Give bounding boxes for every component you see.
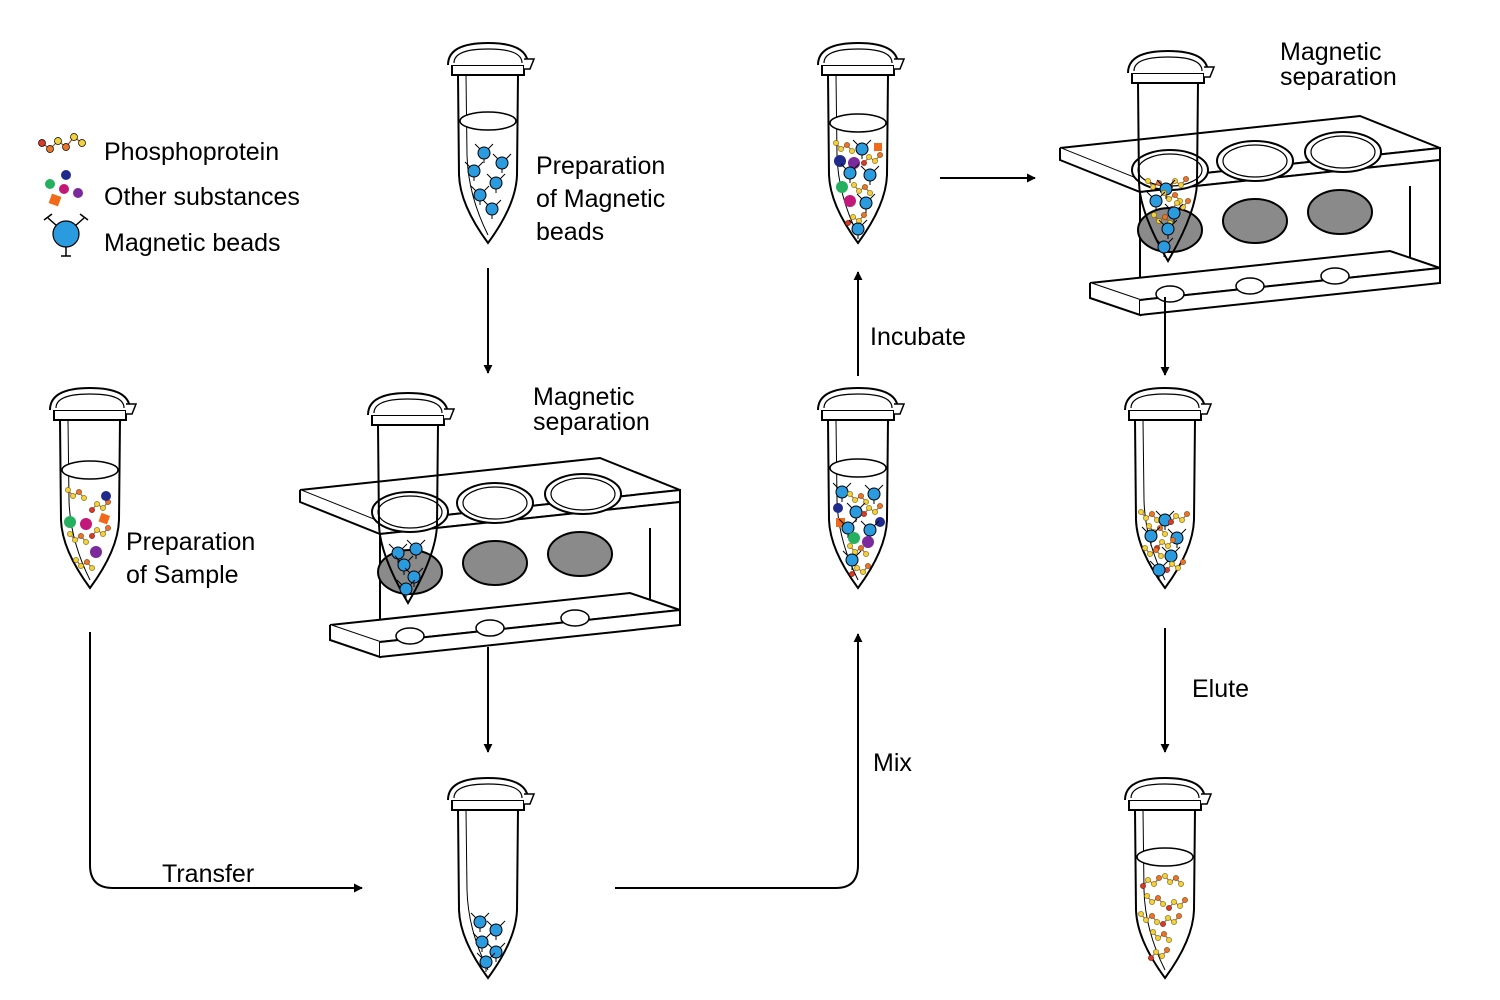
magnetic-rack-1 xyxy=(299,457,681,658)
arrow-transfer xyxy=(89,632,363,893)
label-prep-beads-line3: beads xyxy=(536,218,604,246)
label-separation-1-line2: separation xyxy=(533,408,650,436)
arrow-mix xyxy=(615,633,863,889)
label-separation-2-line1: Magnetic xyxy=(1280,38,1381,66)
phosphoprotein-chain-icon xyxy=(38,133,86,153)
legend-label-phosphoprotein: Phosphoprotein xyxy=(104,138,279,166)
tube-eluted-phosphoproteins xyxy=(1124,777,1212,979)
label-prep-sample-line2: of Sample xyxy=(126,561,239,589)
label-transfer: Transfer xyxy=(162,860,254,888)
label-mix: Mix xyxy=(873,749,912,777)
other-substances-icon xyxy=(45,170,83,207)
label-prep-beads-line1: Preparation xyxy=(536,152,665,180)
legend: Phosphoprotein Other substances Magnetic… xyxy=(38,133,300,257)
label-incubate: Incubate xyxy=(870,323,966,351)
tube-mixed xyxy=(817,387,905,589)
tube-bead-preparation xyxy=(447,42,535,244)
label-prep-sample-line1: Preparation xyxy=(126,528,255,556)
label-separation-1-line1: Magnetic xyxy=(533,383,634,411)
tube-incubated xyxy=(817,42,905,244)
label-prep-beads-line2: of Magnetic xyxy=(536,185,665,213)
magnetic-rack-2 xyxy=(1059,115,1441,316)
label-separation-2-line2: separation xyxy=(1280,63,1397,91)
magnetic-bead-icon xyxy=(43,213,89,257)
tube-sample xyxy=(49,387,137,589)
tube-bound-beads xyxy=(1124,387,1212,589)
legend-label-magnetic-beads: Magnetic beads xyxy=(104,229,281,257)
label-elute: Elute xyxy=(1192,675,1249,703)
legend-label-other-substances: Other substances xyxy=(104,183,300,211)
tube-washed-beads xyxy=(447,777,535,979)
